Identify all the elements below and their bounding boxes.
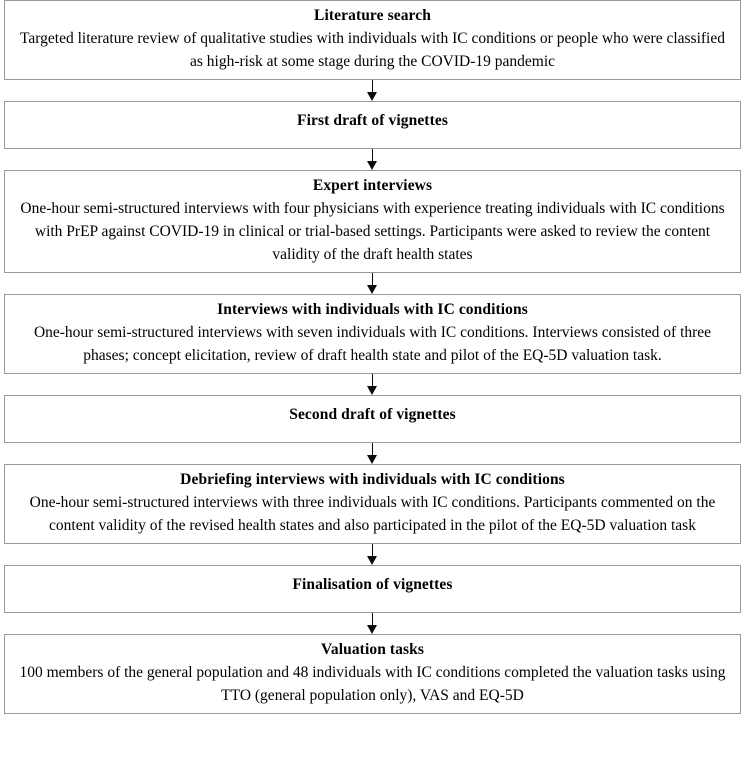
flow-box-first-draft-of-vignettes: First draft of vignettes bbox=[4, 101, 741, 149]
arrow-head-down-icon bbox=[367, 92, 377, 101]
flow-box-interviews-with-individuals: Interviews with individuals with IC cond… bbox=[4, 294, 741, 374]
arrow-shaft bbox=[371, 149, 374, 163]
flow-box-finalisation-of-vignettes: Finalisation of vignettes bbox=[4, 565, 741, 613]
arrow-connector-1 bbox=[4, 80, 741, 101]
flow-box-body: Targeted literature review of qualitativ… bbox=[20, 30, 725, 70]
flow-box-body: One-hour semi-structured interviews with… bbox=[20, 200, 725, 263]
flow-box-debriefing-interviews: Debriefing interviews with individuals w… bbox=[4, 464, 741, 544]
flow-box-literature-search: Literature search Targeted literature re… bbox=[4, 0, 741, 80]
arrow-head-down-icon bbox=[367, 625, 377, 634]
flow-box-title: Debriefing interviews with individuals w… bbox=[180, 471, 565, 488]
flow-box-expert-interviews: Expert interviews One-hour semi-structur… bbox=[4, 170, 741, 273]
flow-box-title: Valuation tasks bbox=[320, 641, 424, 658]
arrow-head-down-icon bbox=[367, 161, 377, 170]
arrow-connector-7 bbox=[4, 613, 741, 634]
arrow-shaft bbox=[371, 273, 374, 287]
arrow-connector-4 bbox=[4, 374, 741, 395]
arrow-connector-5 bbox=[4, 443, 741, 464]
flow-box-title: Finalisation of vignettes bbox=[292, 576, 453, 593]
arrow-head-down-icon bbox=[367, 386, 377, 395]
flow-box-body: One-hour semi-structured interviews with… bbox=[33, 324, 712, 364]
arrow-head-down-icon bbox=[367, 556, 377, 565]
arrow-head-down-icon bbox=[367, 285, 377, 294]
arrow-shaft bbox=[371, 80, 374, 94]
arrow-shaft bbox=[371, 544, 374, 558]
arrow-head-down-icon bbox=[367, 455, 377, 464]
flow-box-body: One-hour semi-structured interviews with… bbox=[29, 494, 716, 534]
flow-box-title: First draft of vignettes bbox=[297, 112, 448, 129]
arrow-connector-6 bbox=[4, 544, 741, 565]
flow-box-title: Interviews with individuals with IC cond… bbox=[217, 301, 528, 318]
flow-box-valuation-tasks: Valuation tasks 100 members of the gener… bbox=[4, 634, 741, 714]
flow-box-second-draft-of-vignettes: Second draft of vignettes bbox=[4, 395, 741, 443]
flow-box-title: Literature search bbox=[314, 7, 431, 24]
arrow-shaft bbox=[371, 374, 374, 388]
flow-box-title: Second draft of vignettes bbox=[289, 406, 456, 423]
arrow-connector-3 bbox=[4, 273, 741, 294]
arrow-shaft bbox=[371, 443, 374, 457]
arrow-shaft bbox=[371, 613, 374, 627]
flow-box-title: Expert interviews bbox=[312, 177, 433, 194]
flow-box-body: 100 members of the general population an… bbox=[19, 664, 726, 704]
arrow-connector-2 bbox=[4, 149, 741, 170]
